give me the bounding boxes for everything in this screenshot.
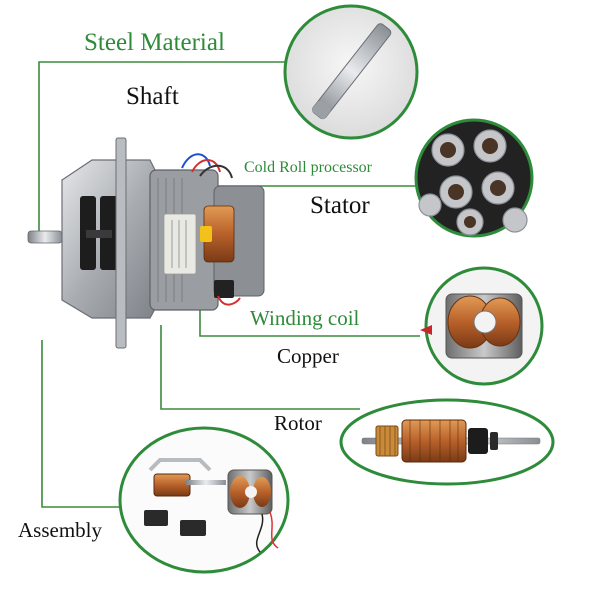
label-winding-coil: Winding coil [250,306,360,330]
label-rotor: Rotor [274,411,322,435]
winding-coil-inset [420,266,544,386]
rotor-inset [339,398,555,486]
label-shaft: Shaft [126,83,179,110]
label-assembly: Assembly [18,518,102,542]
label-steel-material: Steel Material [84,29,225,56]
leader-shaft [38,61,290,238]
leader-rotor [160,325,360,410]
leader-assembly [41,340,128,508]
stator-inset [414,118,534,238]
main-motor [27,137,265,349]
label-stator: Stator [310,192,370,219]
pointer-arrow-icon [420,325,432,335]
assembly-inset [118,426,290,574]
label-copper: Copper [277,344,339,368]
label-cold-roll-processor: Cold Roll processor [244,159,372,176]
shaft-inset [283,4,419,140]
